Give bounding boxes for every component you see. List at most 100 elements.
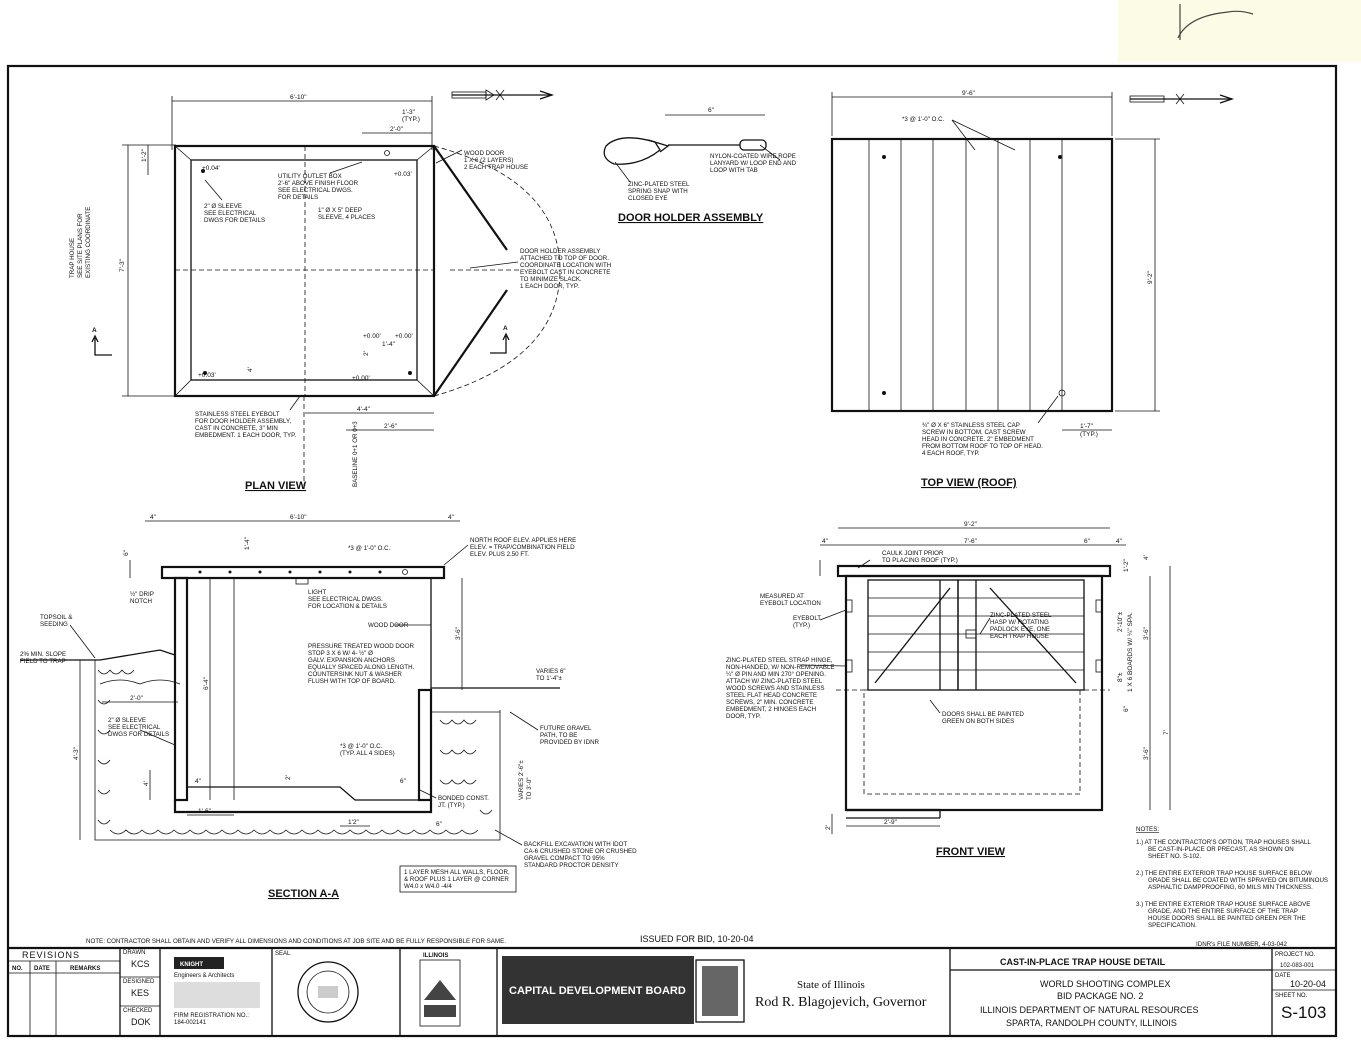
top-view-title: TOP VIEW (ROOF) [921,477,1017,489]
plan-note-utility-3: SEE ELECTRICAL DWGS. [278,187,353,194]
sec-note-varies-1: VARIES 6" [536,668,566,675]
plan-note-eyebolt-4: EMBEDMENT. 1 EACH DOOR, TYP. [195,432,296,439]
sec-dim-4: 4" [195,778,202,785]
plan-note-utility-2: 2'-6" ABOVE FINISH FLOOR [278,180,359,187]
front-note-measured-1: MEASURED AT [760,593,804,600]
sheet-title: CAST-IN-PLACE TRAP HOUSE DETAIL [1000,957,1166,967]
note-2-line-2: GRADE SHALL BE COATED WITH SPRAYED ON BI… [1148,877,1328,884]
front-note-hinge-2: NON-HANDED, W/ NON-REMOVABLE [726,664,835,671]
front-note-hinge-6: STEEL FLAT HEAD CONCRETE [726,692,817,699]
plan-note-wood-door: WOOD DOOR 1 X 6 (2 LAYERS) 2 EACH TRAP H… [435,149,528,171]
sec-note-mesh-2: & ROOF PLUS 1 LAYER @ CORNER [404,876,509,883]
front-dim-13: 2'-10"± [1117,611,1124,632]
idnr-file-number: IDNR's FILE NUMBER, 4-03-042 [1196,941,1287,948]
door-holder-detail: 6" NYLON-COATED WIRE ROPE LANYARD W/ LOO… [603,107,797,224]
project-line-4: SPARTA, RANDOLPH COUNTY, ILLINOIS [1006,1018,1177,1028]
sec-note-sleeve-1: 2" Ø SLEEVE [108,717,146,724]
north-arrow-icon [1129,93,1235,105]
top-view-roof: 9'-6" 9'-2" 1'-7" (TYP.) *3 @ 1'-0" O.C.… [830,90,1235,489]
elev-5: +0.00' [395,333,413,340]
hinge-icon [1095,599,1103,613]
plan-note-door-holder-6: 1 EACH DOOR, TYP. [520,283,579,290]
front-note-hasp-4: EACH TRAP HOUSE [990,633,1049,640]
section-cut-left: A [91,327,112,356]
sec-note-gravel-1: FUTURE GRAVEL [540,725,592,732]
sec-note-bonded-2: JT. (TYP.) [438,802,465,809]
sec-note-backfill-4: STANDARD PROCTOR DENSITY [524,862,619,869]
sec-note-topsoil-2: SEEDING [40,621,68,628]
note-3-line-3: HOUSE DOORS SHALL BE PAINTED GREEN PER T… [1148,915,1306,922]
sec-dim-5: 1'-6" [198,808,212,815]
front-note-hinge-3: ¼" Ø PIN AND MIN 270° OPENING. [726,671,826,678]
front-note-hinge-4: ATTACH W/ ZINC-PLATED STEEL [726,678,823,685]
note-2-line-1: 2.) THE ENTIRE EXTERIOR TRAP HOUSE SURFA… [1136,870,1312,877]
front-note-measured-2: EYEBOLT LOCATION [760,600,821,607]
plan-dim-6: 2'-6" [384,423,398,430]
sec-note-stop-5: COUNTERSINK NUT & WASHER [308,671,402,678]
illinois-dnr-logo-icon [419,959,461,1027]
plan-note-wood-door-3: 2 EACH TRAP HOUSE [464,164,528,171]
sec-note-slope-1: 2% MIN. SLOPE [20,651,66,658]
plan-note-utility: UTILITY OUTLET BOX 2'-6" ABOVE FINISH FL… [278,161,363,201]
project-line-1: WORLD SHOOTING COMPLEX [1040,979,1171,989]
plan-note-eyebolt-1: STAINLESS STEEL EYEBOLT [195,411,280,418]
plan-note-wood-door-1: WOOD DOOR [464,150,505,157]
note-3-line-1: 3.) THE ENTIRE EXTERIOR TRAP HOUSE SURFA… [1136,901,1310,908]
sec-note-roof-1: NORTH ROOF ELEV. APPLIES HERE [470,537,576,544]
front-note-caulk-2: TO PLACING ROOF (TYP.) [882,557,958,564]
note-2-line-3: ASPHALTIC DAMPPROOFING, 60 MILS MIN THIC… [1148,884,1313,891]
plan-dim-height: 7'-3" [119,258,126,272]
front-note-caulk-1: CAULK JOINT PRIOR [882,550,944,557]
snap-note-2: SPRING SNAP WITH [628,188,688,195]
front-note-hasp-3: PADLOCK EYE, ONE [990,626,1050,633]
roof-slab [160,565,446,580]
front-dim-10: 4' [1143,555,1150,560]
sec-dim-12: 6'-4" [203,676,210,690]
sheet-date: 10-20-04 [1290,979,1326,989]
sec-note-varies-2: TO 1'-4"± [536,675,563,682]
sec-note-slope-2: FIELD TO TRAP [20,658,66,665]
elev-3: +0.03' [198,372,216,379]
plan-dim-2: 2'-0" [390,126,404,133]
elev-1: +0.04' [202,165,220,172]
plan-note-eyebolt: STAINLESS STEEL EYEBOLT FOR DOOR HOLDER … [195,395,301,439]
front-note-hasp-1: ZINC-PLATED STEEL [990,612,1052,619]
plan-view: 6'-10" 1'-3" (TYP.) 2'-0" 7'-3" 1'-2" TR… [69,89,611,492]
plan-note-eyebolt-2: FOR DOOR HOLDER ASSEMBLY, [195,418,291,425]
front-view-title: FRONT VIEW [936,846,1006,858]
engineer-seal-icon [297,961,359,1023]
elev-2: +0.03' [394,171,412,178]
hinge-icon [1095,659,1103,673]
gravel-hatch [97,669,493,835]
sec-note-backfill-2: CA-6 CRUSHED STONE OR CRUSHED [524,848,637,855]
sec-note-stop-1: PRESSURE TREATED WOOD DOOR [308,643,415,650]
front-dim-11: 1'-2" [1123,558,1130,572]
sec-dim-8: 6" [436,821,443,828]
issued-for-bid: ISSUED FOR BID, 10-20-04 [640,934,754,944]
checked-by: DOK [131,1017,151,1027]
drawn-label: DRAWN [123,950,145,956]
sec-note-backfill-3: GRAVEL COMPACT TO 95% [524,855,605,862]
sec-dim-13: 6" [400,778,407,785]
sec-note-stop-6: FLUSH WITH TOP OF BOARD. [308,678,396,685]
project-line-2: BID PACKAGE NO. 2 [1057,991,1143,1001]
top-cap-note-1: ¾" Ø X 6" STAINLESS STEEL CAP [922,422,1020,429]
sec-note-varies2-2: TO 3'-0" [526,777,533,800]
plan-dim-8: 2' [363,351,370,356]
plan-note-sleeve-3: DWGS FOR DETAILS [204,217,265,224]
top-cap-note-3: HEAD IN CONCRETE. 2" EMBEDMENT [922,436,1034,443]
hasp-icon [965,629,977,639]
sec-note-drip-2: NOTCH [130,598,152,605]
plan-dim-5: 4'-4" [357,406,371,413]
firm-address-block [174,982,260,1008]
firm-reg-label: FIRM REGISTRATION NO.: [174,1013,249,1019]
designed-label: DESIGNED [123,979,155,985]
state-of-illinois: State of Illinois [797,979,865,991]
sec-note-gravel-2: PATH, TO BE [540,732,577,739]
front-note-hasp-2: HASP W/ ROTATING [990,619,1049,626]
drawn-by: KCS [131,959,150,969]
spring-snap-icon [603,137,661,165]
front-note-boards: 1 X 6 BOARDS W/ ¼" SPA. [1127,612,1134,692]
plan-dim-width: 6'-10" [290,94,307,101]
north-arrow-icon [451,89,555,101]
